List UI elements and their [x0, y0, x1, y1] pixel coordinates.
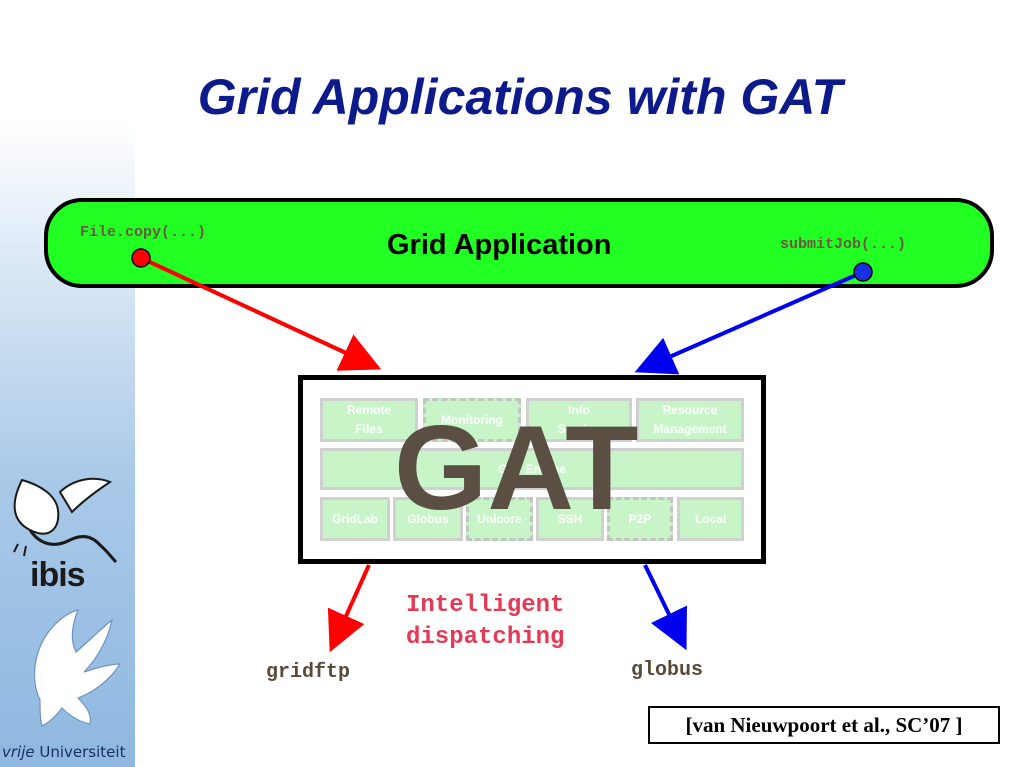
- intelligent-dispatching-label: Intelligent dispatching: [406, 590, 564, 654]
- adaptor-globus: Globus: [393, 497, 463, 541]
- citation-box: [van Nieuwpoort et al., SC’07 ]: [648, 706, 1000, 744]
- gat-engine: GAT Engine: [320, 448, 744, 490]
- grid-application-bar: [44, 198, 994, 288]
- adaptor-p2p: P2P: [607, 497, 673, 541]
- file-copy-call: File.copy(...): [80, 224, 207, 241]
- ibis-logo-text: ibis: [30, 556, 86, 594]
- vu-griffin-logo: [33, 609, 122, 727]
- module-monitoring: Monitoring: [423, 398, 521, 442]
- file-copy-arrow: [140, 256, 382, 371]
- adaptor-gridlab: GridLab: [320, 497, 390, 541]
- gat-big-label: GAT: [394, 401, 639, 535]
- submit-job-arrow: [634, 270, 864, 375]
- logos-layer: [13, 477, 118, 564]
- gridftp-arrow: [327, 564, 371, 653]
- vu-rest-part: Universiteit: [34, 743, 126, 761]
- ibis-bird-logo: [13, 477, 118, 564]
- slide-title: Grid Applications with GAT: [197, 69, 843, 125]
- file-copy-dot: [131, 248, 151, 268]
- adaptor-ssh: SSH: [536, 497, 604, 541]
- gridftp-label: gridftp: [266, 661, 351, 684]
- vu-logo-text: vrije Universiteit: [2, 743, 125, 761]
- globus-arrow: [643, 564, 687, 651]
- adaptor-local: Local: [677, 497, 744, 541]
- grid-application-label: Grid Application: [387, 229, 612, 261]
- module-resource-management: Resource Management: [636, 398, 744, 442]
- dispatch-line-1: Intelligent: [406, 592, 565, 619]
- submit-job-dot: [853, 262, 873, 282]
- module-remote-files: Remote Files: [320, 398, 418, 442]
- adaptor-unicore: Unicore: [466, 497, 533, 541]
- globus-label: globus: [631, 659, 704, 682]
- submit-job-call: submitJob(...): [780, 236, 907, 253]
- module-info-service: Info Service: [526, 398, 632, 442]
- dispatch-line-2: dispatching: [406, 624, 565, 651]
- vu-italic-part: vrije: [2, 743, 35, 761]
